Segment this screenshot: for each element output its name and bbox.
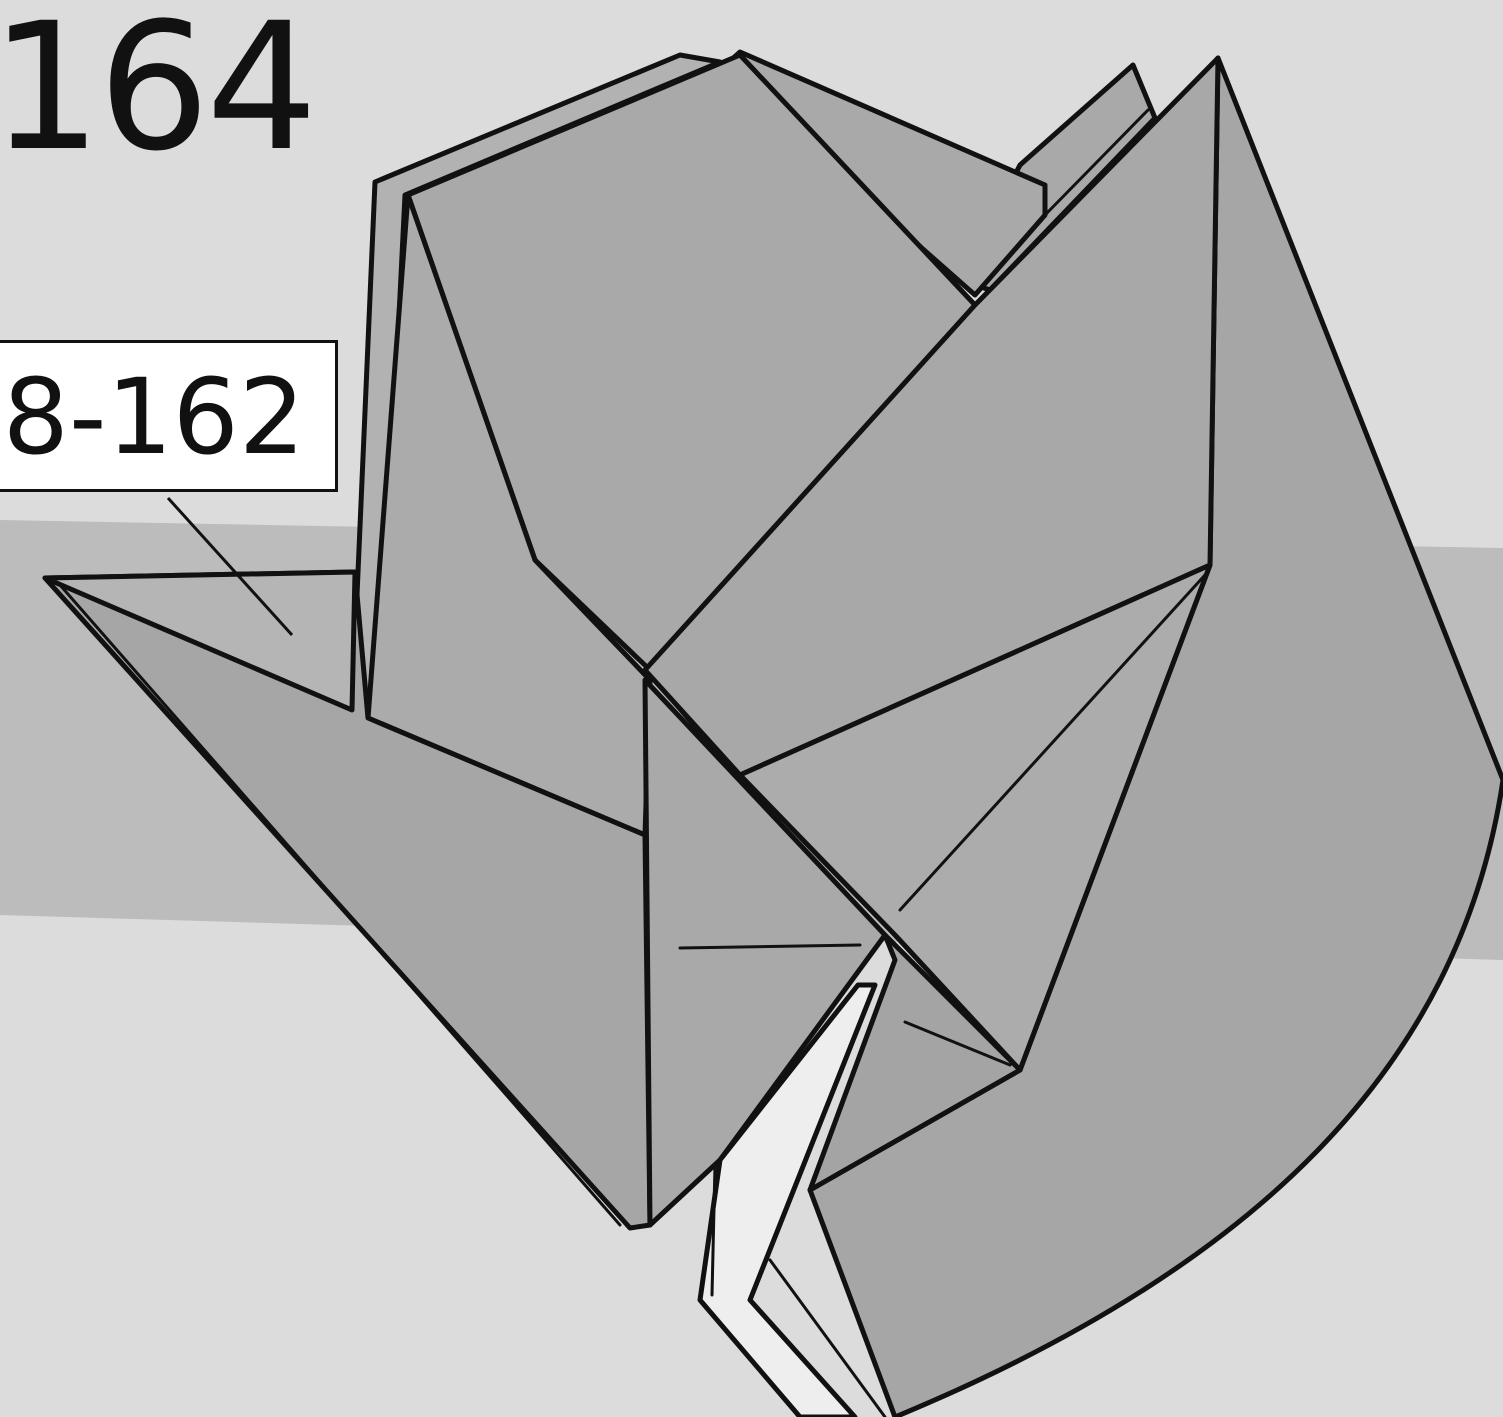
reference-label: 58-162 <box>0 365 305 469</box>
reference-box: 58-162 <box>0 340 338 492</box>
step-number: 164 <box>0 0 314 176</box>
origami-model <box>45 52 1503 1417</box>
